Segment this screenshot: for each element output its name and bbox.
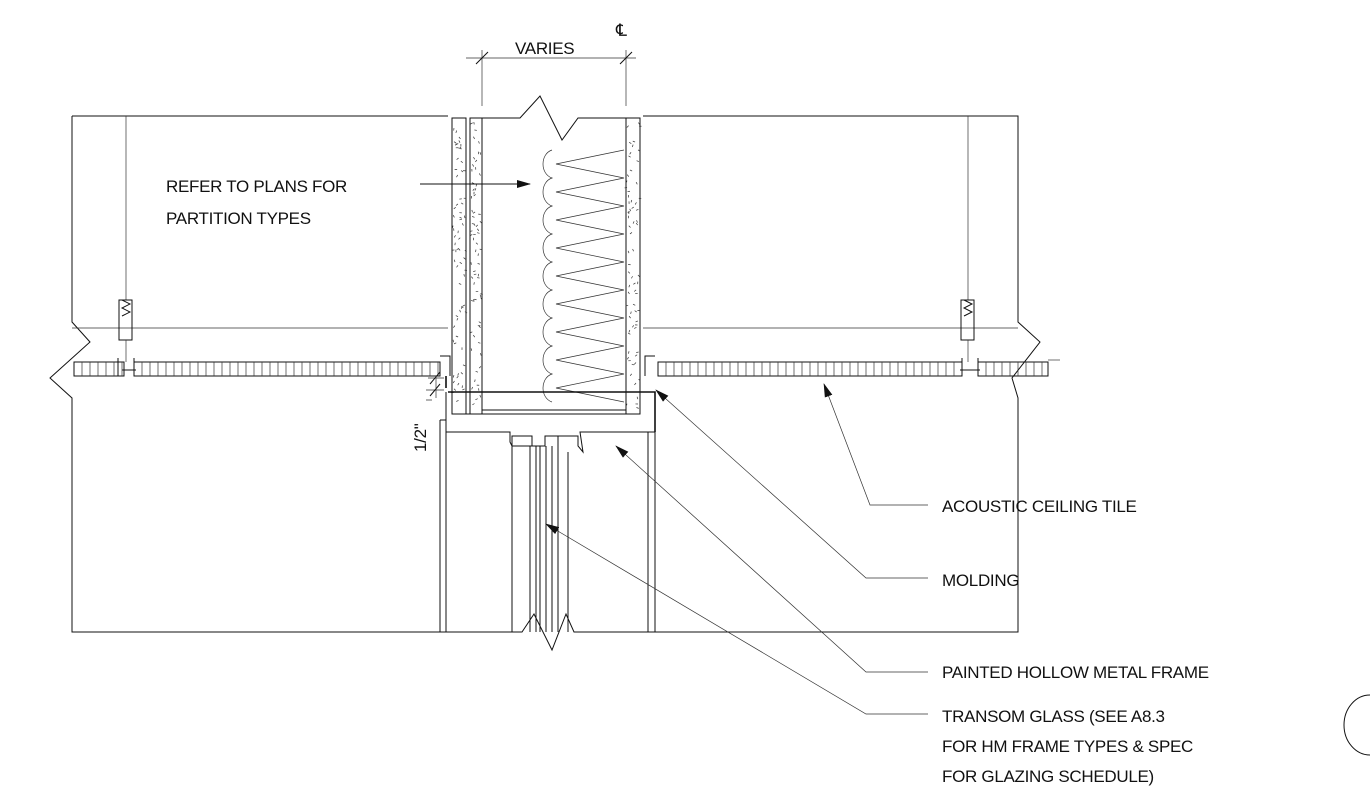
frame-label: PAINTED HOLLOW METAL FRAME — [942, 663, 1209, 682]
centerline-symbol: ℄ — [615, 21, 627, 40]
varies-label: VARIES — [515, 39, 574, 58]
partition-wall — [451, 95, 642, 415]
ceiling-tile-left — [73, 355, 451, 377]
callout-frame: PAINTED HOLLOW METAL FRAME — [615, 445, 1209, 682]
frame-bottom-break — [440, 612, 655, 652]
half-inch-dimension: 1/2" — [411, 371, 444, 452]
callout-transom: TRANSOM GLASS (SEE A8.3 FOR HM FRAME TYP… — [545, 523, 1193, 786]
refer-note: REFER TO PLANS FOR PARTITION TYPES — [166, 177, 531, 228]
transom-label-line2: FOR HM FRAME TYPES & SPEC — [942, 737, 1193, 756]
transom-label-line1: TRANSOM GLASS (SEE A8.3 — [942, 707, 1165, 726]
ceiling-tile-right — [644, 355, 1060, 377]
right-plenum-outline — [643, 115, 1041, 633]
hanger-wires — [118, 116, 975, 362]
detail-bubble-partial — [1343, 694, 1370, 756]
callout-acoustic: ACOUSTIC CEILING TILE — [823, 383, 1137, 516]
callout-molding: MOLDING — [655, 389, 1020, 590]
refer-label-line2: PARTITION TYPES — [166, 209, 311, 228]
hollow-metal-frame — [439, 376, 656, 632]
molding-label: MOLDING — [942, 571, 1019, 590]
refer-label-line1: REFER TO PLANS FOR — [166, 177, 347, 196]
transom-label-line3: FOR GLAZING SCHEDULE) — [942, 767, 1154, 786]
left-plenum-outline — [49, 115, 448, 633]
acoustic-label: ACOUSTIC CEILING TILE — [942, 497, 1137, 516]
half-inch-label: 1/2" — [411, 423, 430, 452]
varies-dimension: VARIES ℄ — [466, 21, 636, 106]
